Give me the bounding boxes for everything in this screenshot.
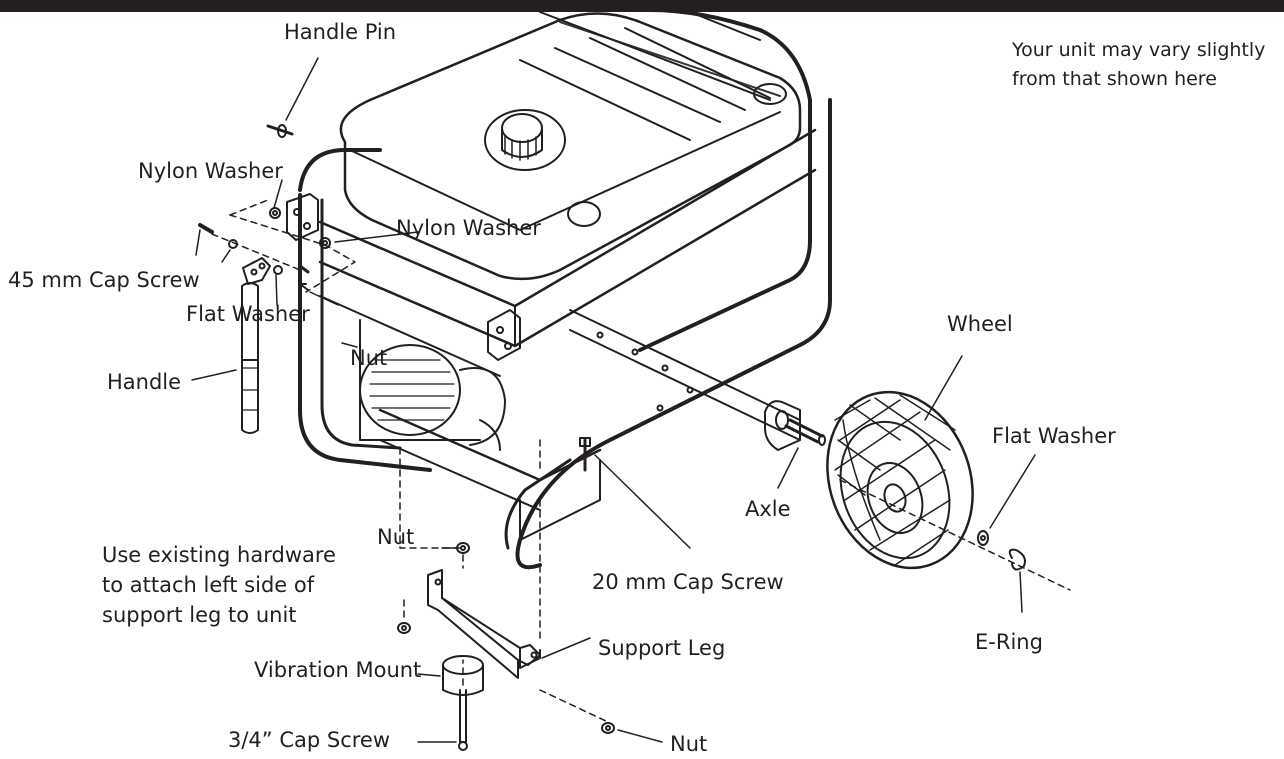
label-3-4-cap-screw: 3/4” Cap Screw <box>228 728 391 752</box>
dashed-assembly-lines <box>211 199 1071 723</box>
support-leg-drawing <box>397 437 615 751</box>
label-45mm-cap-screw: 45 mm Cap Screw <box>8 268 200 292</box>
label-nylon-washer-right: Nylon Washer <box>396 216 541 240</box>
wheel-drawing <box>826 390 974 570</box>
note-unit-vary-line2: from that shown here <box>1012 68 1217 90</box>
label-nut-middle: Nut <box>377 525 415 549</box>
label-nylon-washer-left: Nylon Washer <box>138 159 283 183</box>
note-existing-hardware: Use existing hardware to attach left sid… <box>102 540 336 630</box>
note-existing-hardware-line1: Use existing hardware <box>102 543 336 567</box>
label-handle: Handle <box>107 370 182 394</box>
wheel-hardware <box>977 530 1026 571</box>
label-vibration-mount: Vibration Mount <box>254 658 422 682</box>
handle-assembly <box>198 124 331 434</box>
axle-shaft <box>784 418 826 446</box>
label-e-ring: E-Ring <box>975 630 1043 654</box>
leader-lines <box>191 57 1036 743</box>
label-wheel: Wheel <box>947 312 1013 336</box>
note-unit-vary: Your unit may vary slightly from that sh… <box>1012 36 1265 94</box>
label-support-leg: Support Leg <box>598 636 726 660</box>
label-flat-washer-left: Flat Washer <box>186 302 310 326</box>
note-unit-vary-line1: Your unit may vary slightly <box>1012 39 1266 61</box>
label-flat-washer-right: Flat Washer <box>992 424 1116 448</box>
label-nut-bottom: Nut <box>670 732 708 756</box>
label-handle-pin: Handle Pin <box>284 20 397 44</box>
header-bar <box>0 0 1284 12</box>
label-20mm-cap-screw: 20 mm Cap Screw <box>592 570 784 594</box>
label-nut-upper: Nut <box>350 346 388 370</box>
note-existing-hardware-line2: to attach left side of <box>102 573 315 597</box>
generator-frame <box>286 0 832 570</box>
note-existing-hardware-line3: support leg to unit <box>102 603 297 627</box>
label-axle: Axle <box>745 497 791 521</box>
